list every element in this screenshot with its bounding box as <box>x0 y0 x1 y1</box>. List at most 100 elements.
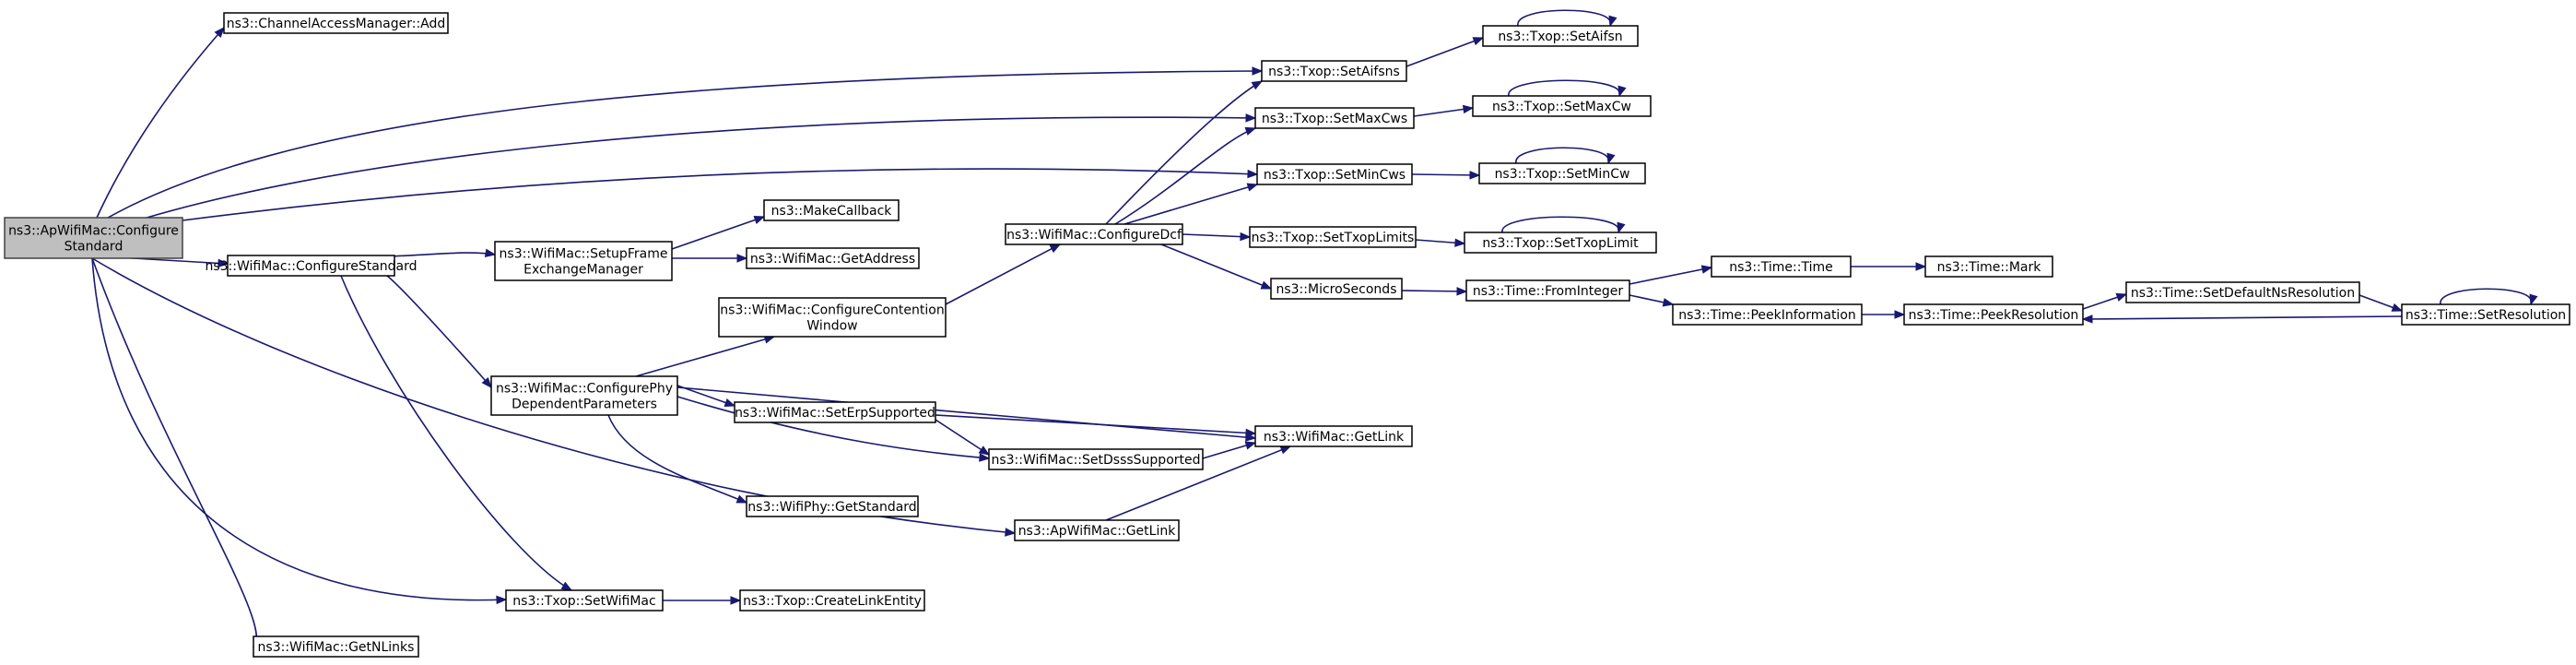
node-box <box>1482 25 1639 47</box>
function-node[interactable]: ns3::ApWifiMac::GetLink <box>1014 519 1180 541</box>
function-node[interactable]: ns3::Time::PeekInformation <box>1672 303 1863 326</box>
function-node[interactable]: ns3::ChannelAccessManager::Add <box>223 12 449 34</box>
call-edge <box>1862 310 1906 319</box>
edge-arrowhead <box>484 248 497 257</box>
function-node[interactable]: ns3::Txop::SetMaxCw <box>1472 95 1652 117</box>
function-node[interactable]: ns3::Time::SetResolution <box>2401 303 2570 326</box>
node-label: ns3::Txop::SetTxopLimit <box>1482 236 1639 251</box>
edge-arrowhead <box>1247 169 1259 179</box>
edge-arrowhead <box>2529 293 2538 306</box>
edge-arrowhead <box>1456 287 1468 296</box>
edge-line <box>1123 184 1258 225</box>
node-label: ns3::Txop::SetMinCw <box>1495 167 1630 182</box>
function-node[interactable]: ns3::WifiMac::ConfigureStandard <box>205 255 418 277</box>
edge-line <box>91 257 507 601</box>
node-label: ns3::MakeCallback <box>771 204 893 219</box>
root-function-node[interactable]: ns3::ApWifiMac::ConfigureStandard <box>4 217 183 259</box>
function-node[interactable]: ns3::Time::Mark <box>1924 255 2053 278</box>
node-box <box>2401 303 2570 326</box>
function-node[interactable]: ns3::Time::Time <box>1711 255 1852 278</box>
call-edge <box>91 257 508 605</box>
call-edge <box>2358 294 2404 312</box>
node-box <box>746 247 920 269</box>
edge-arrowhead <box>1260 280 1273 290</box>
node-box <box>1005 223 1183 245</box>
node-label: ns3::Time::Mark <box>1937 260 2042 275</box>
call-edge <box>1105 80 1264 225</box>
function-node[interactable]: ns3::Time::SetDefaultNsResolution <box>2125 281 2360 303</box>
node-label: ns3::Txop::SetTxopLimits <box>1252 231 1415 245</box>
edge-line <box>1629 267 1712 285</box>
edge-arrowhead <box>214 26 225 39</box>
function-node[interactable]: ns3::Txop::CreateLinkEntity <box>739 589 925 612</box>
node-box <box>718 297 947 338</box>
edge-arrowhead <box>1617 221 1626 234</box>
function-node[interactable]: ns3::Txop::SetWifiMac <box>505 589 664 612</box>
edge-arrowhead <box>1454 238 1466 247</box>
node-label: Standard <box>65 240 124 255</box>
function-node[interactable]: ns3::WifiMac::GetLink <box>1254 425 1413 447</box>
edge-line <box>1160 243 1272 290</box>
node-label: ns3::ChannelAccessManager::Add <box>227 17 446 31</box>
edge-line <box>676 385 735 407</box>
node-box <box>734 401 936 423</box>
node-box <box>1903 303 2084 326</box>
function-node[interactable]: ns3::Time::FromInteger <box>1465 279 1630 302</box>
function-node[interactable]: ns3::WifiMac::ConfigureDcf <box>1005 223 1183 245</box>
node-box <box>1254 425 1413 447</box>
edge-line <box>1517 9 1611 27</box>
function-node[interactable]: ns3::Txop::SetAifsn <box>1482 25 1639 47</box>
function-node[interactable]: ns3::WifiMac::SetDsssSupported <box>988 448 1204 470</box>
node-box <box>739 589 925 612</box>
edge-line <box>1182 233 1251 238</box>
call-edge <box>935 419 991 456</box>
node-box <box>1249 226 1417 248</box>
node-box <box>988 448 1204 470</box>
node-label: ns3::Time::SetDefaultNsResolution <box>2131 286 2355 301</box>
node-label: ns3::WifiPhy::GetStandard <box>747 500 916 515</box>
node-label: ns3::WifiMac::GetNLinks <box>258 640 415 655</box>
call-edge <box>100 66 1264 222</box>
function-node[interactable]: ns3::Txop::SetAifsns <box>1261 60 1407 82</box>
function-node[interactable]: ns3::Txop::SetTxopLimit <box>1464 232 1657 254</box>
edge-line <box>1501 216 1619 233</box>
call-edge <box>663 596 742 605</box>
call-edge <box>105 113 1257 232</box>
edge-line <box>96 27 225 219</box>
function-node[interactable]: ns3::Txop::SetMaxCws <box>1254 107 1415 129</box>
function-node[interactable]: ns3::Txop::SetTxopLimits <box>1249 226 1417 248</box>
function-node[interactable]: ns3::Txop::SetMinCws <box>1256 163 1413 185</box>
function-node[interactable]: ns3::WifiMac::SetErpSupported <box>734 401 936 423</box>
function-node[interactable]: ns3::MakeCallback <box>763 199 900 221</box>
edge-arrowhead <box>1240 232 1252 242</box>
call-edge <box>1406 37 1485 67</box>
function-node[interactable]: ns3::WifiMac::ConfigurePhyDependentParam… <box>490 375 678 416</box>
edge-arrowhead <box>2391 303 2404 312</box>
edge-arrowhead <box>2115 292 2128 302</box>
edge-line <box>1114 127 1256 225</box>
edge-arrowhead <box>1700 265 1713 274</box>
function-node[interactable]: ns3::WifiPhy::GetStandard <box>746 495 919 517</box>
edge-line <box>1406 37 1484 67</box>
call-edge <box>635 335 776 377</box>
edge-line <box>340 275 572 591</box>
node-label: Window <box>806 319 857 334</box>
call-edge <box>607 414 748 504</box>
edge-arrowhead <box>496 595 508 605</box>
node-box <box>1256 163 1413 185</box>
edge-arrowhead <box>1005 528 1017 537</box>
node-label: ns3::Txop::SetWifiMac <box>512 594 655 609</box>
node-box <box>505 589 664 612</box>
function-node[interactable]: ns3::Txop::SetMinCw <box>1478 162 1646 184</box>
function-node[interactable]: ns3::WifiMac::GetNLinks <box>253 635 419 658</box>
node-label: ns3::WifiMac::SetupFrame <box>500 247 668 262</box>
recursive-call-edge <box>2440 288 2538 306</box>
node-box <box>1270 278 1403 300</box>
function-node[interactable]: ns3::Time::PeekResolution <box>1903 303 2084 326</box>
function-node[interactable]: ns3::MicroSeconds <box>1270 278 1403 300</box>
node-label: ns3::Txop::SetAifsns <box>1268 65 1400 79</box>
call-edge <box>1415 238 1466 247</box>
function-node[interactable]: ns3::WifiMac::GetAddress <box>746 247 920 269</box>
